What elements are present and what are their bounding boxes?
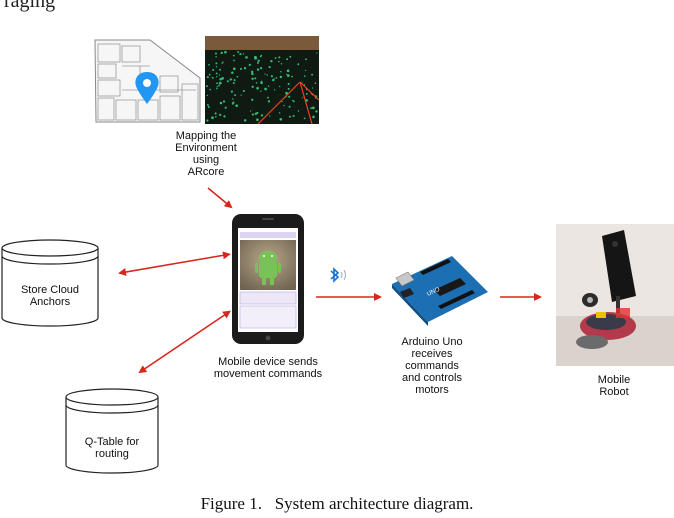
smartphone-image xyxy=(232,214,304,344)
arduino-board-image: UNO xyxy=(392,256,488,326)
arrow-phone-qtable xyxy=(138,310,231,374)
header-fragment: raging xyxy=(4,0,56,12)
label-q-table: Q-Table for routing xyxy=(84,436,140,460)
arrow-phone-cloud-anchors xyxy=(118,251,231,276)
label-store-cloud-anchors: Store Cloud Anchors xyxy=(20,284,80,308)
label-mobile-robot: Mobile Robot xyxy=(597,374,631,398)
bluetooth-icon xyxy=(330,267,346,283)
android-icon xyxy=(255,251,281,285)
figure-caption: Figure 1. System architecture diagram. xyxy=(200,494,474,513)
mobile-robot-image xyxy=(556,224,674,366)
label-mobile-device: Mobile device sends movement commands xyxy=(213,356,323,380)
store-cloud-anchors-cylinder xyxy=(1,239,99,327)
point-cloud-image xyxy=(205,36,320,125)
connector-arrows xyxy=(118,187,542,374)
q-table-cylinder xyxy=(65,388,159,474)
label-mapping-environment: Mapping the Environment using ARcore xyxy=(175,130,237,178)
map-pin-icon xyxy=(135,72,159,104)
arrow-mapping-to-phone xyxy=(207,187,233,209)
svg-text:UNO: UNO xyxy=(426,287,441,298)
label-arduino-uno: Arduino Uno receives commands and contro… xyxy=(401,336,463,396)
